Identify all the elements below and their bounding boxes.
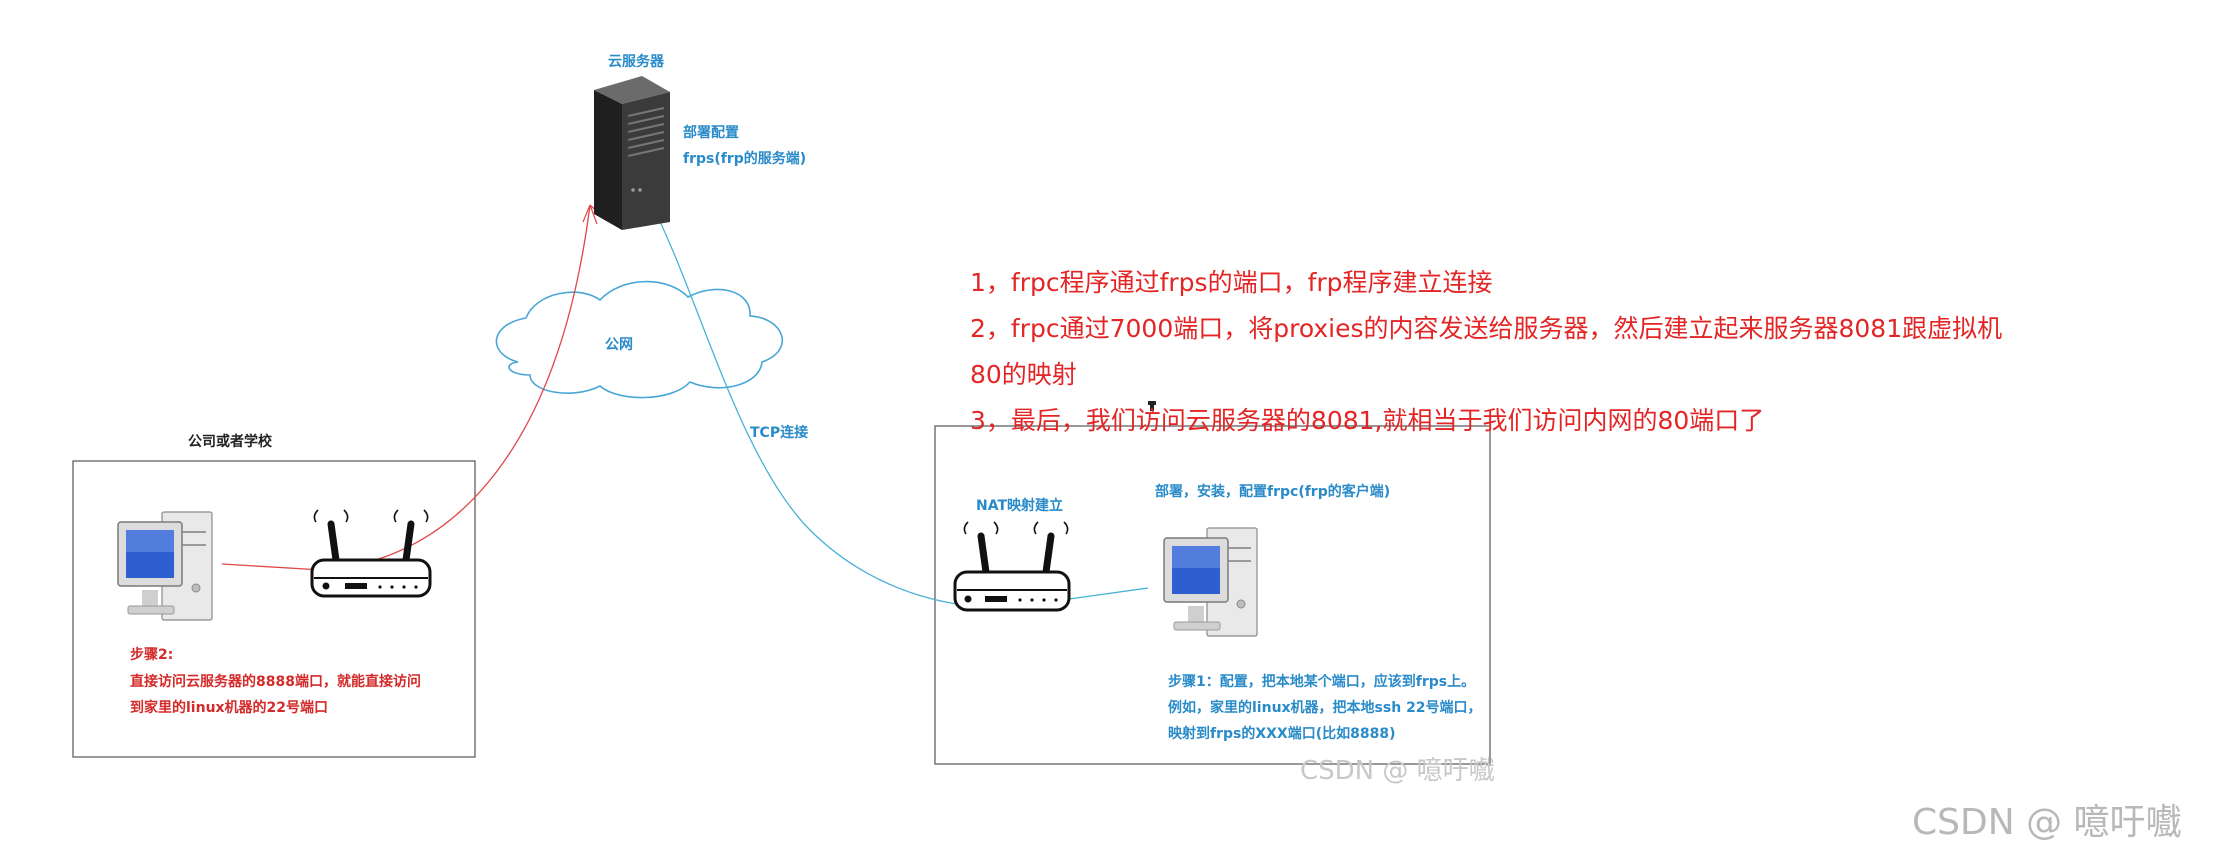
step2-line2: 到家里的linux机器的22号端口 xyxy=(130,699,328,716)
internet-cloud-icon xyxy=(496,282,782,398)
inner-watermark: CSDN @ 噫吁嚱 xyxy=(1300,750,1495,787)
step2-title: 步骤2: xyxy=(130,646,173,663)
company-title: 公司或者学校 xyxy=(188,433,273,450)
internet-label: 公网 xyxy=(605,337,633,353)
note-1: 1，frpc程序通过frps的端口，frp程序建立连接 xyxy=(970,263,1493,299)
note-3: 80的映射 xyxy=(970,355,1077,391)
frpc-deploy-label: 部署，安装，配置frpc(frp的客户端) xyxy=(1155,483,1390,500)
step1-line2: 例如，家里的linux机器，把本地ssh 22号端口， xyxy=(1168,699,1482,716)
red-link-line xyxy=(222,205,590,570)
step2-line1: 直接访问云服务器的8888端口，就能直接访问 xyxy=(130,673,421,690)
corner-watermark: CSDN @ 噫吁嚱 xyxy=(1912,793,2182,845)
company-router-icon xyxy=(312,510,430,596)
home-router-icon xyxy=(955,522,1069,610)
home-computer-icon xyxy=(1164,528,1257,636)
nat-mapping-label: NAT映射建立 xyxy=(976,497,1063,514)
step1-line3: 映射到frps的XXX端口(比如8888) xyxy=(1168,725,1396,742)
tcp-connection-label: TCP连接 xyxy=(750,424,808,441)
step1-line1: 步骤1：配置，把本地某个端口，应该到frps上。 xyxy=(1168,673,1475,690)
note-4: 3，最后，我们访问云服务器的8081,就相当于我们访问内网的80端口了 xyxy=(970,401,1764,437)
cloud-server-frps-label: frps(frp的服务端) xyxy=(683,150,806,167)
cloud-server-deploy-label: 部署配置 xyxy=(683,124,739,141)
note-2: 2，frpc通过7000端口，将proxies的内容发送给服务器，然后建立起来服… xyxy=(970,309,2002,345)
company-computer-icon xyxy=(118,512,212,620)
server-tower-icon xyxy=(594,76,670,230)
cloud-server-title: 云服务器 xyxy=(608,53,665,70)
